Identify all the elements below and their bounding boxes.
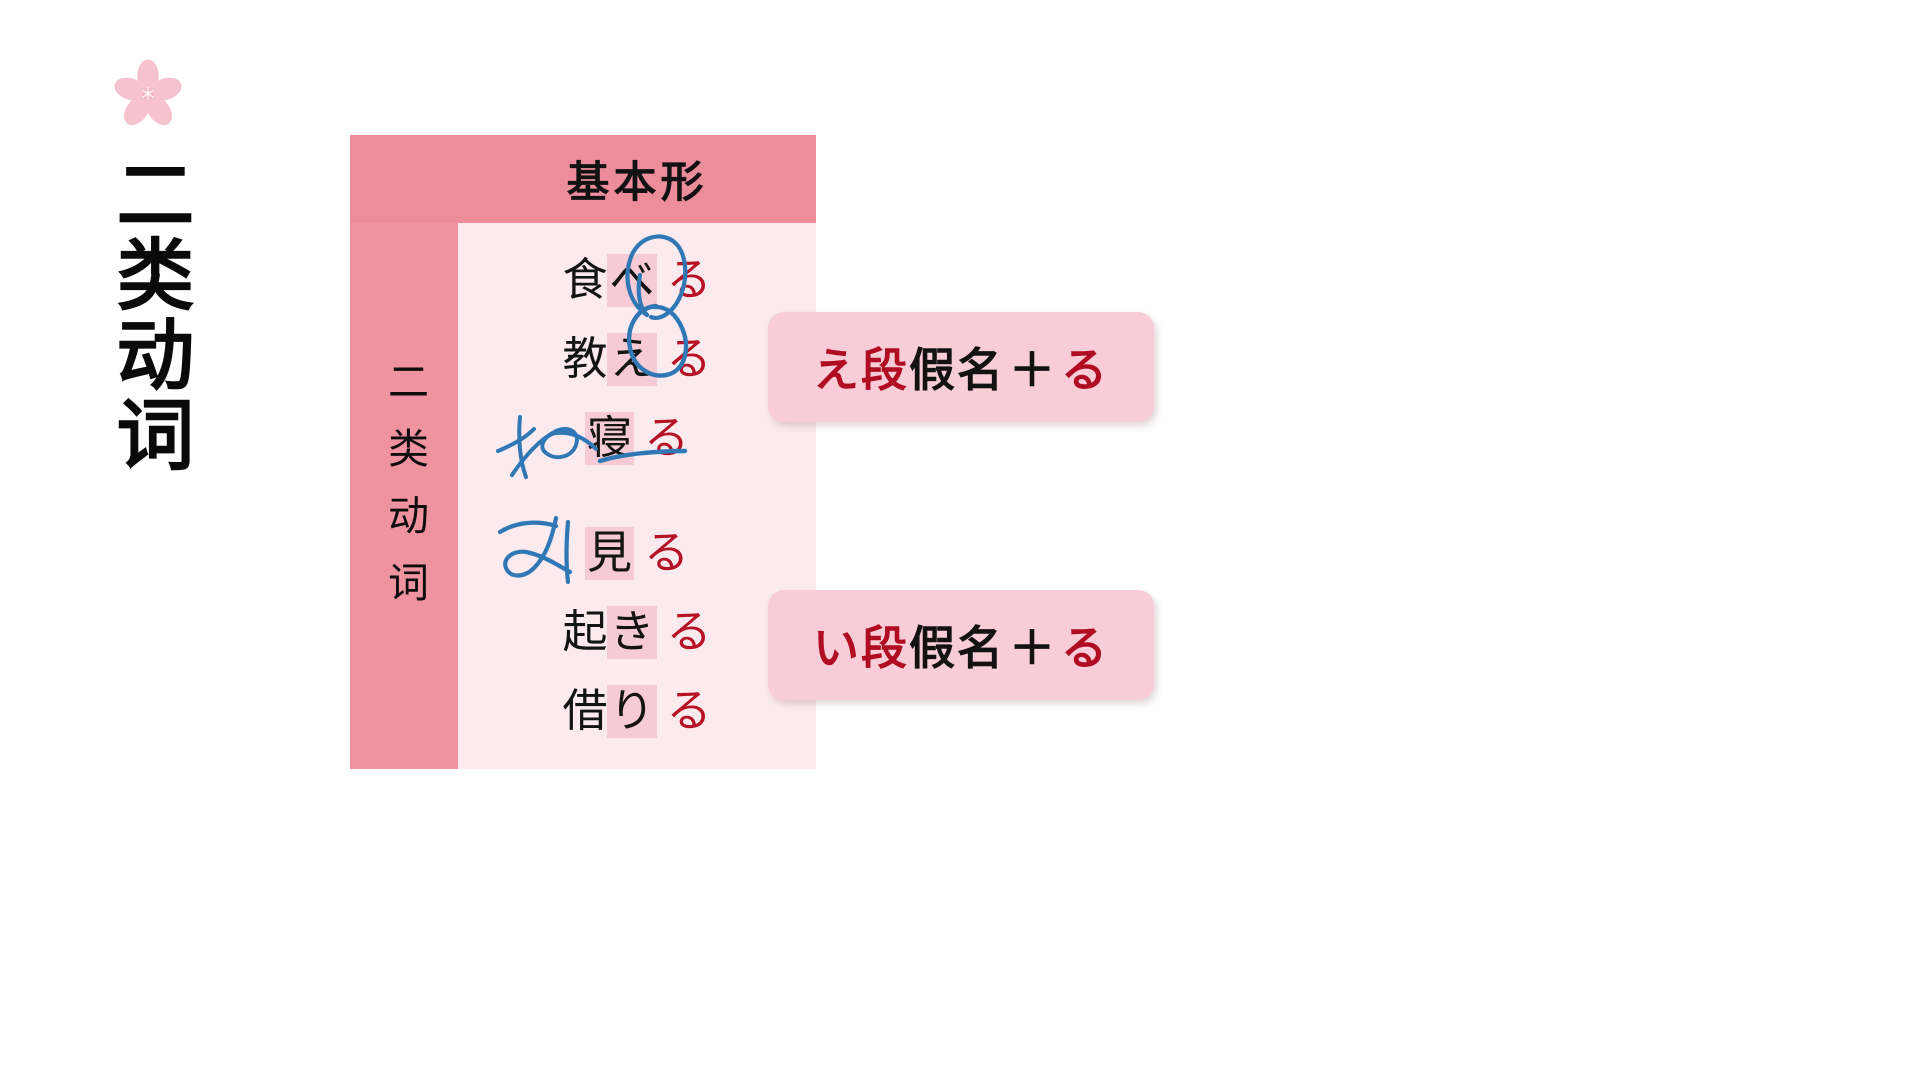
verb-stem: 食 bbox=[562, 255, 608, 305]
table-header-row: 基本形 bbox=[350, 135, 816, 223]
verb-suffix: る bbox=[644, 413, 690, 463]
verb-stem: 教 bbox=[562, 334, 608, 384]
table-row: 見る bbox=[458, 514, 816, 593]
table-body-row-group-2: 見る 起きる 借りる bbox=[350, 496, 816, 769]
table-row: 借りる bbox=[458, 672, 816, 751]
verb-conjugation-table: 基本形 二类动词 食べる 教える bbox=[350, 135, 816, 769]
table-row: 寝る bbox=[458, 399, 816, 479]
callout-segment-kana-row: え段 bbox=[813, 345, 909, 396]
table-row: 起きる bbox=[458, 593, 816, 672]
verb-stem: 借 bbox=[562, 686, 608, 736]
verb-kana-highlight: え bbox=[607, 333, 657, 386]
sakura-flower-icon bbox=[114, 59, 182, 126]
callout-segment-kana-word: 假名 bbox=[909, 345, 1005, 396]
verb-kana-highlight: 寝 bbox=[584, 412, 634, 465]
verb-suffix: る bbox=[666, 334, 712, 384]
verb-kana-highlight: き bbox=[607, 606, 657, 659]
verb-kana-highlight: り bbox=[607, 685, 657, 738]
verb-group-i-dan: 見る 起きる 借りる bbox=[458, 496, 816, 769]
callout-i-dan-rule: い段假名＋る bbox=[768, 590, 1154, 700]
verb-list-i-dan: 見る 起きる 借りる bbox=[458, 514, 816, 751]
verb-list-e-dan: 食べる 教える bbox=[458, 234, 816, 479]
table-row: 食べる bbox=[458, 234, 816, 320]
verb-suffix: る bbox=[644, 528, 690, 578]
page-title: 二类动词 bbox=[103, 154, 194, 474]
row-header-cell: 二类动词 bbox=[350, 223, 458, 769]
verb-suffix: る bbox=[666, 607, 712, 657]
ink-handwritten-mi-icon bbox=[494, 512, 598, 590]
table-body-row-group-1: 二类动词 食べる 教える bbox=[350, 223, 816, 769]
callout-segment-kana-row: い段 bbox=[813, 623, 909, 674]
plus-sign-icon: ＋ bbox=[1009, 345, 1057, 396]
callout-e-dan-rule: え段假名＋る bbox=[768, 312, 1154, 422]
verb-stem: 起 bbox=[562, 607, 608, 657]
table-row: 教える bbox=[458, 303, 816, 399]
slide-title-block: 二类动词 bbox=[78, 58, 218, 474]
callout-segment-suffix: る bbox=[1061, 345, 1109, 396]
verb-kana-highlight: 見 bbox=[584, 527, 634, 580]
verb-suffix: る bbox=[666, 686, 712, 736]
column-header-basic-form: 基本形 bbox=[458, 135, 816, 223]
verb-group-e-dan: 食べる 教える bbox=[458, 223, 816, 496]
table-corner-cell bbox=[350, 135, 458, 223]
callout-segment-suffix: る bbox=[1061, 623, 1109, 674]
callout-segment-kana-word: 假名 bbox=[909, 623, 1005, 674]
verb-suffix: る bbox=[666, 255, 712, 305]
verb-kana-highlight: べ bbox=[607, 254, 657, 307]
row-header-label: 二类动词 bbox=[381, 359, 428, 628]
plus-sign-icon: ＋ bbox=[1009, 623, 1057, 674]
